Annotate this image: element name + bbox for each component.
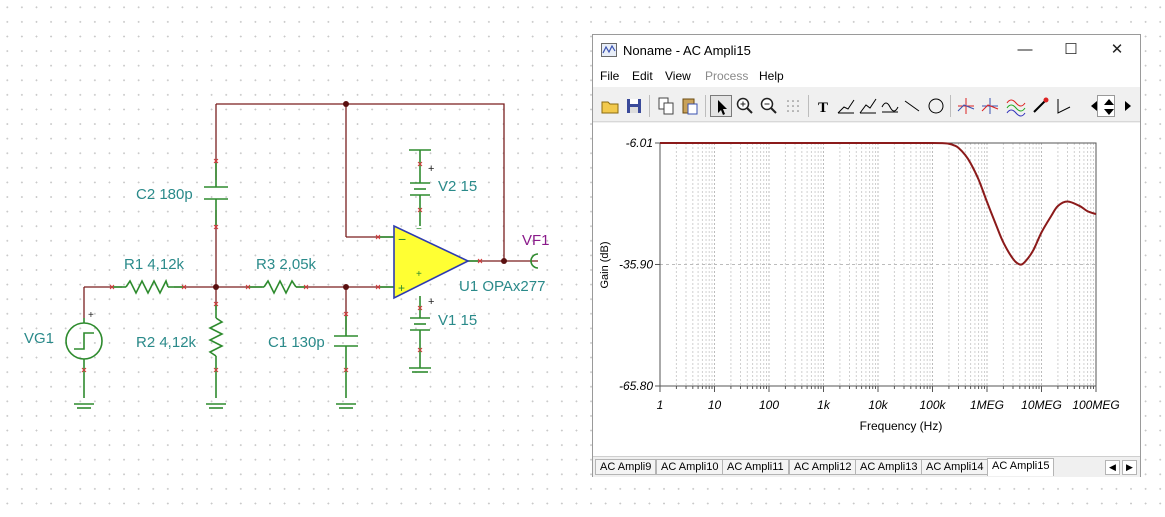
menu-view[interactable]: View <box>665 69 691 83</box>
maximize-button[interactable]: ☐ <box>1064 41 1078 58</box>
y-tick-label: -6.01 <box>626 136 653 150</box>
tab-ampli10[interactable]: AC Ampli10 <box>656 459 724 475</box>
c1-label: C1 130p <box>268 334 325 351</box>
svg-text:−: − <box>398 231 406 247</box>
x-axis-label: Frequency (Hz) <box>860 419 943 433</box>
pointer-icon[interactable] <box>710 95 732 117</box>
y-axis-label: Gain (dB) <box>599 241 611 288</box>
axis-labels: 1 10 100 1k 10k 100k 1MEG 10MEG 100MEG -6.01 -35.9… <box>619 136 1120 412</box>
menu-edit[interactable]: Edit <box>632 69 653 83</box>
opamp-u1[interactable] <box>393 224 470 300</box>
svg-text:+: + <box>88 310 94 321</box>
v1-label: V1 15 <box>438 312 477 329</box>
vg1-label: VG1 <box>24 330 54 347</box>
bode-chart[interactable]: 1 10 100 1k 10k 100k 1MEG 10MEG 100MEG -6.01 -35.9… <box>593 123 1140 456</box>
series-layer <box>659 141 1097 266</box>
gain-series-line <box>659 141 1097 266</box>
svg-text:−: − <box>416 224 422 235</box>
zoom-in-icon[interactable] <box>734 95 756 117</box>
x-tick-label: 100k <box>919 398 946 412</box>
menu-bar: File Edit View Process Help <box>593 65 1140 87</box>
x-tick-label: 100 <box>759 398 779 412</box>
y-tick-label: -65.80 <box>619 379 653 393</box>
scroll-updown-icon[interactable] <box>1097 95 1115 117</box>
save-icon[interactable] <box>623 95 645 117</box>
copy-icon[interactable] <box>655 95 677 117</box>
probe-icon[interactable] <box>1029 95 1051 117</box>
scroll-left-icon[interactable] <box>1083 95 1097 117</box>
cursor-b-icon[interactable] <box>857 95 879 117</box>
analyzer-window: Noname - AC Ampli15 — ☐ ✕ File Edit View… <box>592 34 1141 477</box>
waveforms-icon[interactable] <box>1005 95 1027 117</box>
menu-process[interactable]: Process <box>705 69 749 83</box>
r2-label: R2 4,12k <box>136 334 197 351</box>
r1-label: R1 4,12k <box>124 256 185 273</box>
line-icon[interactable] <box>901 95 923 117</box>
x-tick-label: 10k <box>868 398 888 412</box>
x-tick-label: 100MEG <box>1072 398 1119 412</box>
close-button[interactable]: ✕ <box>1110 41 1124 58</box>
tab-ampli15[interactable]: AC Ampli15 <box>987 458 1055 476</box>
paste-icon[interactable] <box>679 95 701 117</box>
u1-label: U1 OPAx277 <box>459 278 545 295</box>
tab-ampli9[interactable]: AC Ampli9 <box>595 459 657 475</box>
tab-ampli12[interactable]: AC Ampli12 <box>789 459 857 475</box>
cursor-a-icon[interactable] <box>835 95 857 117</box>
y-tick-label: -35.90 <box>619 257 653 271</box>
menu-file[interactable]: File <box>600 69 620 83</box>
minimize-button[interactable]: — <box>1017 41 1033 58</box>
pin-markers <box>81 158 483 373</box>
svg-text:T: T <box>818 100 828 116</box>
window-title: Noname - AC Ampli15 <box>623 43 751 58</box>
svg-text:+: + <box>398 281 405 295</box>
text-icon[interactable]: T <box>813 95 835 117</box>
svg-text:+: + <box>428 296 434 308</box>
tab-ampli13[interactable]: AC Ampli13 <box>855 459 923 475</box>
tab-scroll-right-icon[interactable]: ▶ <box>1122 460 1137 475</box>
svg-text:+: + <box>416 269 422 280</box>
measure-icon[interactable] <box>1053 95 1075 117</box>
x-tick-label: 1 <box>657 398 664 412</box>
tabs-bar: AC Ampli9 AC Ampli10 AC Ampli11 AC Ampli… <box>593 456 1140 477</box>
schematic-canvas: − + − + + + + C2 180p R1 4,12k R3 2,05k … <box>24 101 550 409</box>
svg-text:+: + <box>428 163 434 175</box>
label-icon[interactable] <box>879 95 901 117</box>
wires <box>83 103 538 330</box>
vf1-label: VF1 <box>522 232 550 249</box>
axis-ticks <box>655 142 1097 392</box>
open-icon[interactable] <box>599 95 621 117</box>
circle-icon[interactable] <box>925 95 947 117</box>
x-tick-label: 10MEG <box>1021 398 1062 412</box>
tab-ampli11[interactable]: AC Ampli11 <box>722 459 789 475</box>
c2-label: C2 180p <box>136 186 193 203</box>
x-tick-label: 1k <box>817 398 831 412</box>
scroll-right-icon[interactable] <box>1117 95 1131 117</box>
green-components <box>65 149 539 409</box>
toolbar: T <box>593 89 1140 122</box>
tab-scroll-left-icon[interactable]: ◀ <box>1105 460 1120 475</box>
r3-label: R3 2,05k <box>256 256 317 273</box>
grid-icon[interactable] <box>782 95 804 117</box>
app-icon <box>601 43 617 57</box>
x-tick-label: 10 <box>708 398 722 412</box>
title-bar[interactable]: Noname - AC Ampli15 — ☐ ✕ <box>593 35 1140 65</box>
plot-background <box>593 123 1140 456</box>
marker-a-icon[interactable] <box>955 95 977 117</box>
tab-ampli14[interactable]: AC Ampli14 <box>921 459 989 475</box>
v2-label: V2 15 <box>438 178 477 195</box>
x-tick-label: 1MEG <box>970 398 1004 412</box>
menu-help[interactable]: Help <box>759 69 784 83</box>
junctions <box>213 101 507 290</box>
marker-b-icon[interactable] <box>979 95 1001 117</box>
zoom-out-icon[interactable] <box>758 95 780 117</box>
